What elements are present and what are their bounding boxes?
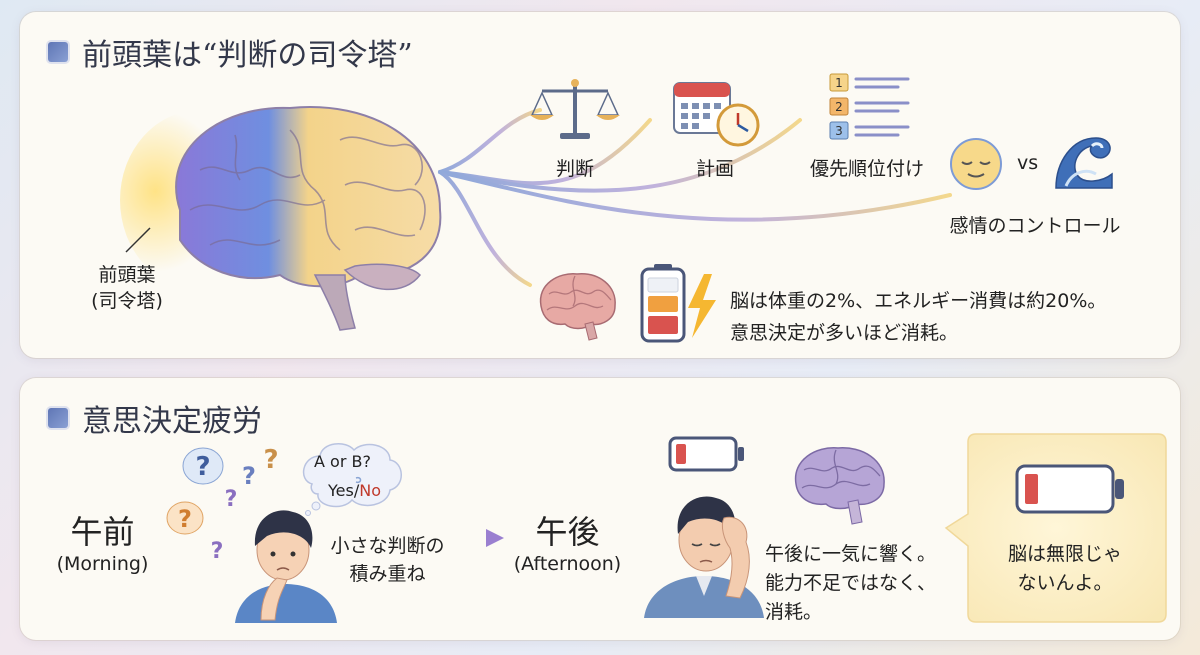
wave-icon <box>1055 137 1113 189</box>
tired-person-icon <box>644 496 764 618</box>
accumulation-line1: 小さな判断の <box>330 535 445 557</box>
tired-brain-icon <box>794 447 885 525</box>
section-title-frontal-lobe: 前頭葉は“判断の司令塔” <box>48 30 413 74</box>
function-label-emotion-control: 感情のコントロール <box>949 215 1121 237</box>
list-number-2: 2 <box>835 100 843 114</box>
battery-charging-icon <box>640 264 716 343</box>
frontal-lobe-label-line1: 前頭葉 <box>98 264 156 286</box>
connector-lines <box>438 108 952 287</box>
afternoon-label-en: (Afternoon) <box>513 553 622 575</box>
note-line2: ないんよ。 <box>1017 572 1113 594</box>
low-battery-icon <box>668 436 744 472</box>
section-title-decision-fatigue: 意思決定疲労 <box>48 396 262 440</box>
accumulation-line2: 積み重ね <box>349 563 426 585</box>
function-label-planning: 計画 <box>695 158 734 180</box>
square-bullet-icon <box>48 408 68 428</box>
square-bullet-icon <box>48 42 68 62</box>
thought-no: No <box>359 481 381 500</box>
energy-consumption-text: 脳は体重の2%、エネルギー消費は約20%。 <box>730 290 1107 312</box>
question-mark: ? <box>178 505 192 533</box>
calm-face-icon <box>950 138 1002 190</box>
impact-line1: 午後に一気に響く。 <box>765 543 937 565</box>
thought-yes-no: Yes/No <box>328 481 381 500</box>
thought-cloud <box>302 443 402 516</box>
thought-a-or-b: A or B? <box>314 452 371 471</box>
numbered-list-icon: 1 2 3 <box>829 73 910 140</box>
brain-illustration-icon <box>120 106 442 331</box>
frontal-lobe-label-line2: (司令塔) <box>91 290 163 312</box>
thinking-person-icon <box>235 510 337 623</box>
question-mark: ? <box>195 452 210 482</box>
question-mark: ? <box>211 539 224 564</box>
section-title-text: 意思決定疲労 <box>82 404 262 439</box>
impact-line2: 能力不足ではなく、 <box>765 572 937 594</box>
afternoon-label: 午後 <box>535 513 600 551</box>
impact-text: 午後に一気に響く。 能力不足ではなく、 消耗。 <box>765 540 936 627</box>
question-mark: ? <box>225 487 238 512</box>
arrow-right-icon <box>400 529 504 547</box>
note-line1: 脳は無限じゃ <box>1007 543 1122 565</box>
accumulation-text: 小さな判断の 積み重ね <box>320 532 455 588</box>
vs-text: vs <box>1017 152 1039 174</box>
question-mark: ? <box>263 445 278 475</box>
function-label-judgment: 判断 <box>555 158 594 180</box>
frontal-lobe-label: 前頭葉 (司令塔) <box>72 262 182 314</box>
calendar-clock-icon <box>673 82 760 147</box>
function-label-prioritization: 優先順位付け <box>809 158 924 180</box>
energy-drain-text: 意思決定が多いほど消耗。 <box>730 322 959 344</box>
list-number-3: 3 <box>835 124 843 138</box>
impact-line3: 消耗。 <box>765 601 823 623</box>
thought-yes: Yes/ <box>328 481 360 500</box>
list-number-1: 1 <box>835 76 843 90</box>
section-title-text: 前頭葉は“判断の司令塔” <box>82 38 413 73</box>
morning-label-en: (Morning) <box>56 553 149 575</box>
scales-icon <box>530 79 620 139</box>
question-mark: ? <box>242 462 256 490</box>
small-brain-icon <box>539 273 616 341</box>
empty-battery-icon <box>1015 464 1124 514</box>
morning-label: 午前 <box>70 513 135 551</box>
brain-label-pointer <box>125 227 151 253</box>
question-bubbles-icon: ? ? ? ? ? ? <box>166 445 279 564</box>
brain-not-infinite-text: 脳は無限じゃ ないんよ。 <box>975 540 1155 598</box>
